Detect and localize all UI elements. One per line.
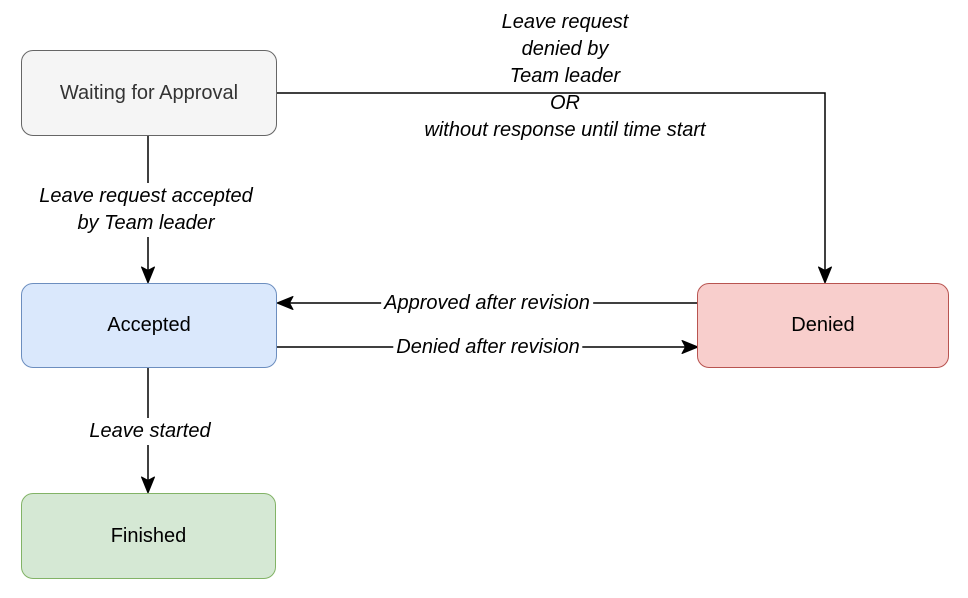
edge-label-waiting-to-accepted: Leave request accepted by Team leader bbox=[36, 183, 256, 237]
edge-label-accepted-to-denied: Denied after revision bbox=[393, 334, 583, 361]
node-waiting-for-approval-label: Waiting for Approval bbox=[59, 81, 239, 104]
arrowhead-right-into-denied bbox=[681, 340, 699, 354]
edge-waiting-to-denied-line bbox=[277, 92, 826, 271]
node-finished: Finished bbox=[21, 493, 276, 579]
arrowhead-down-into-denied bbox=[818, 266, 832, 284]
edge-label-waiting-to-denied: Leave request denied by Team leader OR w… bbox=[424, 11, 706, 141]
edge-label-denied-to-accepted: Approved after revision bbox=[381, 290, 593, 317]
node-accepted-label: Accepted bbox=[107, 314, 191, 336]
node-finished-label: Finished bbox=[110, 524, 187, 547]
node-accepted: Accepted bbox=[21, 283, 277, 368]
arrowhead-left-into-accepted bbox=[276, 296, 294, 310]
edge-waiting-to-denied bbox=[277, 92, 832, 284]
node-waiting-for-approval: Waiting for Approval bbox=[21, 50, 277, 136]
arrowhead-down-into-finished bbox=[141, 476, 155, 494]
node-denied-label: Denied bbox=[791, 314, 855, 336]
edge-label-accepted-to-finished: Leave started bbox=[86, 418, 214, 445]
arrowhead-down-into-accepted bbox=[141, 266, 155, 284]
node-denied: Denied bbox=[697, 283, 949, 368]
